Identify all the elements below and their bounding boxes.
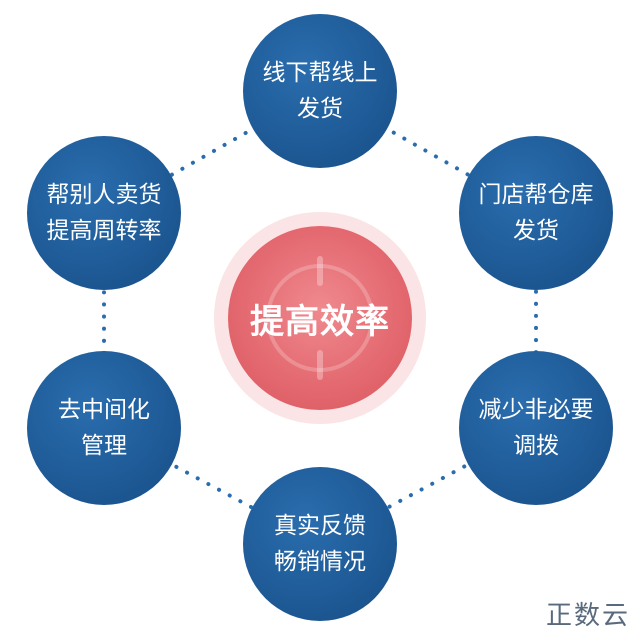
node-online-offline: 线下帮线上 发货	[243, 14, 397, 168]
center-title: 提高效率	[250, 301, 390, 342]
node-decentralize: 去中间化 管理	[27, 351, 181, 505]
node-store-warehouse: 门店帮仓库 发货	[459, 136, 613, 290]
node-line: 门店帮仓库	[478, 182, 594, 208]
node-line: 管理	[81, 433, 127, 459]
node-real-feedback: 真实反馈 畅销情况	[243, 467, 397, 621]
dial-ring-decoration	[266, 264, 374, 372]
center-hub: 提高效率	[214, 212, 426, 424]
node-line: 调拨	[513, 433, 559, 459]
dial-tick-top	[317, 256, 323, 286]
node-line: 去中间化	[58, 397, 150, 423]
node-line: 真实反馈	[274, 513, 366, 539]
node-sell-for-others: 帮别人卖货 提高周转率	[27, 136, 181, 290]
node-line: 畅销情况	[274, 549, 366, 575]
node-line: 减少非必要	[478, 397, 594, 423]
node-line: 发货	[297, 96, 343, 122]
node-reduce-transfer: 减少非必要 调拨	[459, 351, 613, 505]
node-line: 提高周转率	[46, 218, 162, 244]
center-circle: 提高效率	[228, 226, 412, 410]
node-line: 线下帮线上	[262, 60, 378, 86]
node-line: 帮别人卖货	[46, 182, 162, 208]
watermark: 正数云	[545, 601, 630, 631]
dial-tick-bottom	[317, 350, 323, 380]
node-line: 发货	[513, 218, 559, 244]
